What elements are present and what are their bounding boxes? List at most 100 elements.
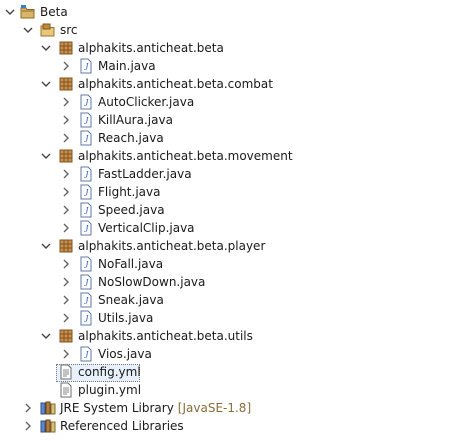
chevron-right-icon[interactable] (60, 276, 72, 288)
package-label: alphakits.anticheat.beta (78, 40, 224, 56)
java-file-label: Main.java (98, 58, 156, 74)
svg-text:J: J (84, 98, 89, 109)
tree-item-package[interactable]: alphakits.anticheat.beta.combat (0, 75, 474, 93)
tree-item-referenced-libraries[interactable]: Referenced Libraries (0, 417, 474, 435)
tree-item-project[interactable]: Beta (0, 3, 474, 21)
chevron-right-icon[interactable] (22, 420, 34, 432)
chevron-right-icon[interactable] (22, 402, 34, 414)
tree-item-resource[interactable]: config.yml (0, 363, 474, 382)
java-file-label: FastLadder.java (98, 166, 192, 182)
library-icon (40, 418, 56, 434)
chevron-down-icon[interactable] (40, 42, 52, 54)
tree-item-java-file[interactable]: J VerticalClip.java (0, 219, 474, 237)
java-file-label: Vios.java (98, 346, 152, 362)
chevron-down-icon[interactable] (40, 150, 52, 162)
tree-item-java-file[interactable]: J NoFall.java (0, 255, 474, 273)
referenced-libraries-label: Referenced Libraries (60, 418, 184, 434)
tree-item-package[interactable]: alphakits.anticheat.beta (0, 39, 474, 57)
tree-item-src[interactable]: src (0, 21, 474, 39)
chevron-right-icon[interactable] (60, 204, 72, 216)
java-file-label: Sneak.java (98, 292, 164, 308)
label-text: JRE System Library (60, 401, 174, 415)
tree-item-package[interactable]: alphakits.anticheat.beta.movement (0, 147, 474, 165)
label-text: Main.java (98, 59, 156, 73)
tree-item-java-file[interactable]: J Sneak.java (0, 291, 474, 309)
project-label: Beta (40, 4, 68, 20)
svg-text:J: J (84, 170, 89, 181)
tree-item-package[interactable]: alphakits.anticheat.beta.player (0, 237, 474, 255)
yml-file-icon (58, 364, 74, 380)
tree-item-java-file[interactable]: J KillAura.java (0, 111, 474, 129)
java-file-label: VerticalClip.java (98, 220, 195, 236)
label-text: Vios.java (98, 347, 152, 361)
label-text: plugin.yml (78, 383, 142, 397)
package-icon (58, 40, 74, 56)
java-file-icon: J (78, 346, 94, 362)
chevron-right-icon[interactable] (60, 96, 72, 108)
tree-item-jre-library[interactable]: JRE System Library[JavaSE-1.8] (0, 399, 474, 417)
chevron-right-icon[interactable] (60, 168, 72, 180)
chevron-right-icon[interactable] (60, 114, 72, 126)
svg-text:J: J (84, 206, 89, 217)
resource-label: plugin.yml (78, 382, 141, 398)
chevron-right-icon[interactable] (60, 312, 72, 324)
label-text: alphakits.anticheat.beta.player (78, 239, 266, 253)
svg-text:J: J (84, 116, 89, 127)
chevron-right-icon[interactable] (60, 294, 72, 306)
svg-text:J: J (84, 224, 89, 235)
label-text: NoFall.java (98, 257, 164, 271)
yml-file-icon (58, 382, 74, 398)
label-text: Sneak.java (98, 293, 164, 307)
label-text: NoSlowDown.java (98, 275, 206, 289)
tree-item-package[interactable]: alphakits.anticheat.beta.utils (0, 327, 474, 345)
tree-item-java-file[interactable]: J Vios.java (0, 345, 474, 363)
library-icon (40, 400, 56, 416)
chevron-down-icon[interactable] (22, 24, 34, 36)
chevron-down-icon[interactable] (40, 330, 52, 342)
chevron-down-icon[interactable] (40, 78, 52, 90)
tree-item-java-file[interactable]: J Flight.java (0, 183, 474, 201)
chevron-down-icon[interactable] (4, 6, 16, 18)
project-folder-icon (20, 4, 36, 20)
java-file-icon: J (78, 256, 94, 272)
label-text: alphakits.anticheat.beta (78, 41, 224, 55)
chevron-right-icon[interactable] (60, 258, 72, 270)
tree-item-java-file[interactable]: J AutoClicker.java (0, 93, 474, 111)
tree-item-java-file[interactable]: J Main.java (0, 57, 474, 75)
jre-library-label: JRE System Library[JavaSE-1.8] (60, 400, 251, 416)
label-text: KillAura.java (98, 113, 173, 127)
java-file-label: NoFall.java (98, 256, 163, 272)
chevron-right-icon[interactable] (60, 222, 72, 234)
package-icon (58, 148, 74, 164)
label-text: src (60, 23, 78, 37)
chevron-down-icon[interactable] (40, 240, 52, 252)
label-text: Utils.java (98, 311, 154, 325)
chevron-right-icon[interactable] (60, 348, 72, 360)
label-text: Flight.java (98, 185, 161, 199)
package-icon (58, 76, 74, 92)
tree-item-java-file[interactable]: J Utils.java (0, 309, 474, 327)
svg-text:J: J (84, 134, 89, 145)
tree-item-java-file[interactable]: J FastLadder.java (0, 165, 474, 183)
svg-text:J: J (84, 62, 89, 73)
java-file-icon: J (78, 310, 94, 326)
package-icon (58, 238, 74, 254)
chevron-right-icon[interactable] (60, 186, 72, 198)
svg-text:J: J (84, 350, 89, 361)
label-text: VerticalClip.java (98, 221, 195, 235)
java-file-label: KillAura.java (98, 112, 173, 128)
java-file-icon: J (78, 220, 94, 236)
chevron-right-icon[interactable] (60, 60, 72, 72)
chevron-right-icon[interactable] (60, 132, 72, 144)
label-text: AutoClicker.java (98, 95, 195, 109)
java-file-icon: J (78, 292, 94, 308)
java-file-icon: J (78, 184, 94, 200)
library-decoration: [JavaSE-1.8] (177, 401, 252, 415)
package-label: alphakits.anticheat.beta.player (78, 238, 265, 254)
tree-item-resource[interactable]: plugin.yml (0, 381, 474, 399)
java-file-label: AutoClicker.java (98, 94, 194, 110)
java-file-icon: J (78, 166, 94, 182)
